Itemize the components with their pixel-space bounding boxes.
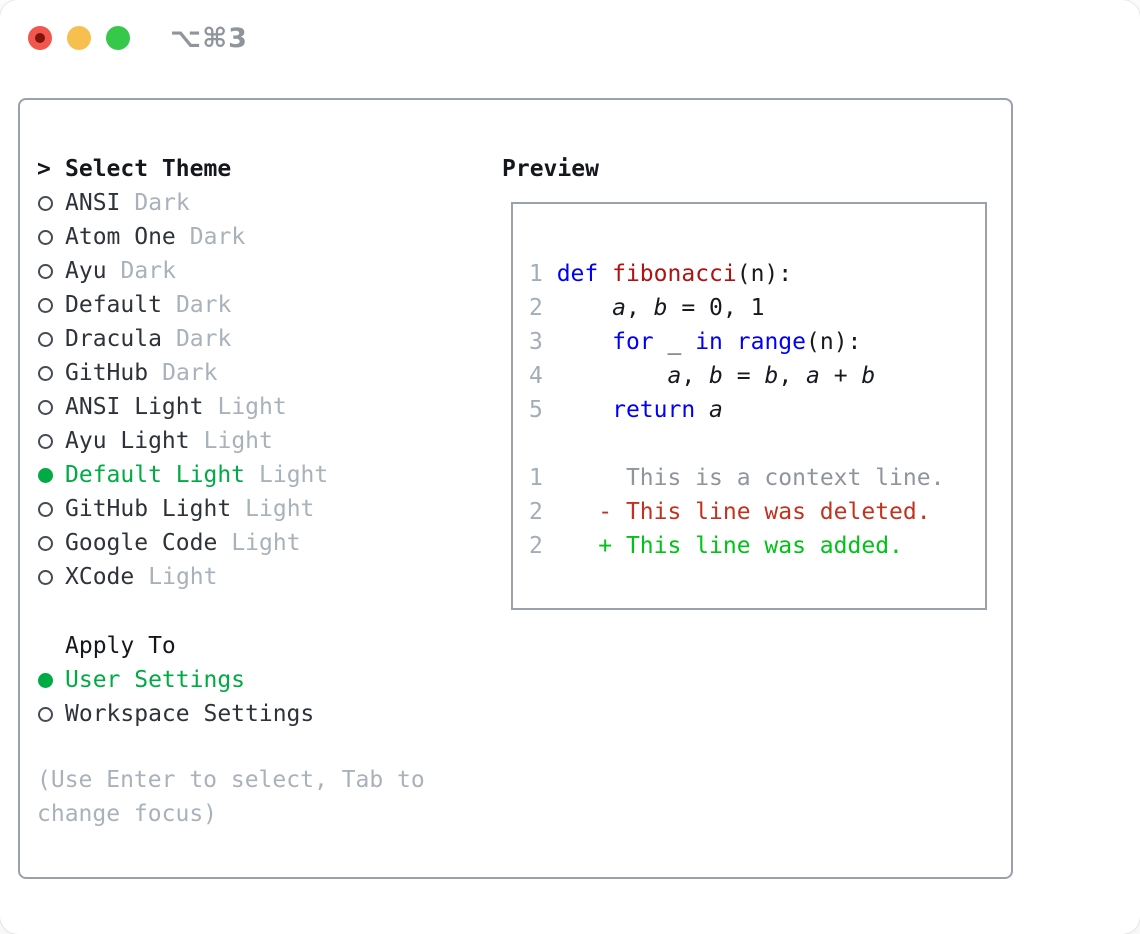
zoom-button[interactable] [106,26,130,50]
window-title: ⌥⌘3 [170,22,248,54]
preview-line: 2 + This line was added. [529,533,903,559]
radio-slot [37,297,65,313]
preview-heading: Preview [502,156,599,182]
theme-variant-label: Dark [162,360,218,386]
radio-icon [38,706,53,722]
radio-slot [37,501,65,517]
theme-name: Atom One [65,224,176,250]
radio-icon [38,195,53,211]
preview-line: 4 a, b = b, a + b [529,363,876,389]
radio-slot [37,365,65,381]
radio-selected-icon [38,467,53,483]
apply-to-label: User Settings [65,667,246,693]
apply-to-option[interactable]: Workspace Settings [37,697,314,731]
radio-slot [37,229,65,245]
radio-icon [38,297,53,313]
radio-slot [37,569,65,585]
preview-line: 3 for _ in range(n): [529,329,862,355]
theme-variant-label: Dark [175,292,232,318]
theme-option[interactable]: Google Code Light [37,526,328,560]
theme-variant-label: Light [217,394,287,420]
theme-name: XCode [65,564,135,590]
apply-to-heading: Apply To [65,633,176,659]
radio-icon [38,399,53,415]
theme-name: Ayu Light [65,428,190,454]
theme-option[interactable]: Ayu Dark [37,254,328,288]
preview-line: 2 a, b = 0, 1 [529,295,765,321]
theme-variant-label: Light [148,564,218,590]
theme-variant-label: Light [259,462,329,488]
radio-icon [38,501,53,517]
theme-name: GitHub [65,360,149,386]
minimize-button[interactable] [67,26,91,50]
radio-selected-icon [38,672,53,688]
close-button[interactable] [28,26,52,50]
theme-name: Default Light [65,462,246,488]
preview-code-box: 1 def fibonacci(n): 2 a, b = 0, 1 3 for _ … [511,202,987,610]
radio-slot [37,263,65,279]
radio-icon [38,535,53,551]
theme-option[interactable]: Default Light Light [37,458,328,492]
radio-slot [37,195,65,211]
radio-slot [37,535,65,551]
theme-variant-label: Dark [120,258,176,284]
radio-slot [37,331,65,347]
theme-option[interactable]: Dracula Dark [37,322,328,356]
theme-variant-label: Light [203,428,273,454]
help-text: (Use Enter to select, Tab to change focus… [37,763,425,831]
preview-line: 1 This is a context line. [529,465,945,491]
select-theme-heading-row: > Select Theme [37,152,328,186]
theme-option[interactable]: XCode Light [37,560,328,594]
focus-cursor-icon: > [37,156,51,182]
theme-variant-label: Light [245,496,315,522]
theme-variant-label: Dark [189,224,246,250]
theme-name: GitHub Light [65,496,232,522]
select-theme-heading: Select Theme [65,156,232,182]
theme-variant-label: Dark [175,326,232,352]
radio-slot [37,467,65,483]
radio-icon [38,365,53,381]
preview-line: 2 - This line was deleted. [529,499,931,525]
radio-icon [38,433,53,449]
radio-icon [38,229,53,245]
theme-variant-label: Dark [134,190,190,216]
theme-option[interactable]: Ayu Light Light [37,424,328,458]
help-text-line: change focus) [37,801,218,827]
preview-line: 1 def fibonacci(n): [529,261,793,287]
theme-variant-label: Light [231,530,301,556]
theme-option[interactable]: ANSI Dark [37,186,328,220]
theme-name: Dracula [65,326,162,352]
theme-option[interactable]: Default Dark [37,288,328,322]
theme-option[interactable]: GitHub Light Light [37,492,328,526]
theme-name: ANSI Light [65,394,204,420]
radio-slot [37,672,65,688]
title-bar: ⌥⌘3 [0,0,1140,76]
theme-option[interactable]: ANSI Light Light [37,390,328,424]
preview-line [529,427,985,461]
theme-option[interactable]: Atom One Dark [37,220,328,254]
apply-to-option[interactable]: User Settings [37,663,314,697]
theme-name: ANSI [65,190,121,216]
theme-name: Google Code [65,530,218,556]
radio-icon [38,569,53,585]
radio-icon [38,331,53,347]
theme-option[interactable]: GitHub Dark [37,356,328,390]
apply-to-label: Workspace Settings [65,701,315,727]
radio-slot [37,706,65,722]
preview-line: 5 return a [529,397,723,423]
radio-icon [38,263,53,279]
theme-name: Default [65,292,162,318]
radio-slot [37,433,65,449]
theme-name: Ayu [65,258,107,284]
radio-slot [37,399,65,415]
help-text-line: (Use Enter to select, Tab to [37,767,425,793]
